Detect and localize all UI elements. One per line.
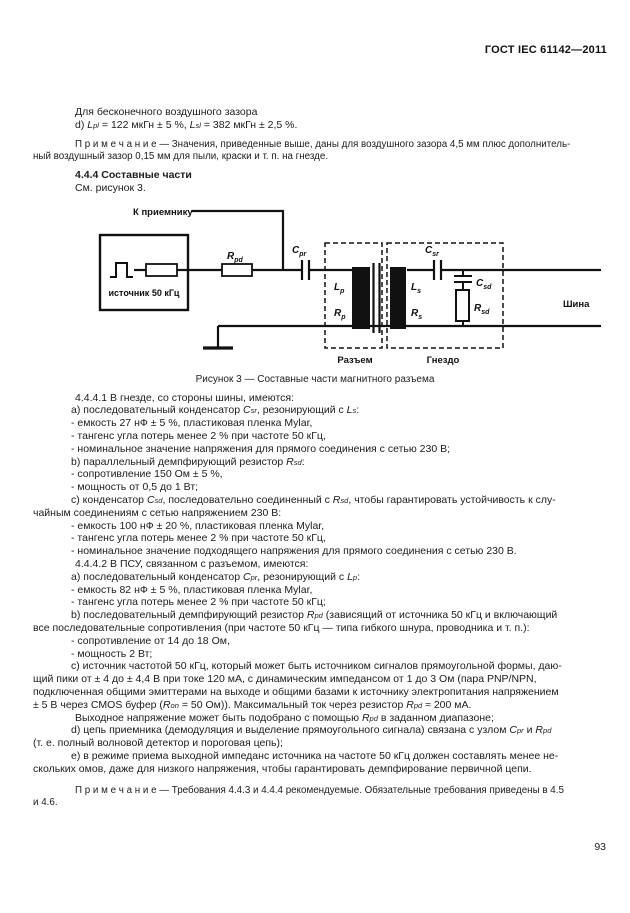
paragraph: d) цепь приемника (демодуляция и выделен… [33, 724, 552, 750]
receiver-tap-wire [192, 209, 285, 270]
paragraph: - сопротивление от 14 до 18 Ом, [71, 634, 230, 647]
paragraph: - емкость 27 нФ ± 5 %, пластиковая пленк… [71, 417, 313, 430]
page-number: 93 [594, 841, 606, 853]
label-rpd: Rpd [227, 251, 244, 264]
label-csd: Csd [476, 278, 492, 291]
resistor-rpd [221, 263, 253, 277]
paragraph: - номинальное значение подходящего напря… [71, 545, 517, 558]
paragraph: a) последовательный конденсатор Csr, рез… [71, 404, 360, 417]
source-box [98, 233, 190, 312]
label-ls: Ls [411, 282, 421, 295]
source-label: источник 50 кГц [109, 288, 180, 298]
circuit-diagram: К приемнику источник 50 кГц Шина Разъем … [98, 207, 601, 366]
capacitor-cpr [300, 260, 311, 280]
paragraph: - тангенс угла потерь менее 2 % при част… [71, 429, 326, 442]
capacitor-csr [432, 260, 443, 280]
paragraph: Для бесконечного воздушного зазора [75, 106, 258, 118]
paragraph: c) источник частотой 50 кГц, который мож… [33, 660, 562, 711]
paragraph: См. рисунок 3. [75, 182, 146, 195]
label-cpr: Cpr [292, 245, 308, 258]
label-rs: Rs [411, 308, 422, 321]
note-paragraph: П р и м е ч а н и е — Значения, приведен… [33, 138, 571, 162]
bus-label: Шина [563, 299, 590, 310]
paragraph: d) Lpl = 122 мкГн ± 5 %, Lsl = 382 мкГн … [75, 118, 298, 131]
paragraph: a) последовательный конденсатор Cpr, рез… [71, 570, 361, 583]
pulse-icon [110, 262, 133, 278]
label-csr: Csr [425, 245, 440, 258]
paragraph: 4.4.4.2 В ПСУ, связанном с разъемом, име… [75, 557, 309, 570]
plug-winding-bar [352, 267, 370, 329]
label-rp: Rp [334, 308, 346, 321]
label-rsd: Rsd [474, 303, 490, 316]
note-paragraph: П р и м е ч а н и е — Требования 4.4.3 и… [33, 784, 564, 808]
socket-label: Гнездо [427, 355, 460, 366]
socket-winding-bar [390, 267, 406, 329]
label-lp: Lp [334, 282, 345, 295]
paragraph: b) последовательный демпфирующий резисто… [33, 609, 558, 634]
paragraph: e) в режиме приема выходной импеданс ист… [33, 749, 559, 775]
figure-caption: Рисунок 3 — Составные части магнитного р… [195, 373, 435, 385]
transformer-core [372, 263, 381, 333]
paragraph: - емкость 82 нФ ± 5 %, пластиковая пленк… [71, 583, 313, 596]
paragraph: - тангенс угла потерь менее 2 % при част… [71, 532, 326, 545]
paragraph: Выходное напряжение может быть подобрано… [75, 711, 494, 724]
figure-3: К приемнику источник 50 кГц Шина Разъем … [0, 201, 630, 387]
socket-box [386, 242, 504, 349]
page-header-standard-number: ГОСТ IEC 61142—2011 [484, 44, 607, 56]
paragraph: - мощность от 0,5 до 1 Вт; [71, 481, 199, 494]
source-resistor [145, 263, 178, 277]
section-heading: 4.4.4 Составные части [75, 169, 192, 182]
paragraph: c) конденсатор Csd, последовательно соед… [33, 493, 556, 519]
plug-box [324, 242, 383, 349]
paragraph: - емкость 100 нФ ± 20 %, пластиковая пле… [71, 519, 325, 532]
paragraph: - мощность 2 Вт; [71, 647, 153, 660]
plug-label: Разъем [337, 355, 372, 366]
text-block-after-figure: 4.4.4.1 В гнезде, со стороны шины, имеют… [33, 392, 608, 810]
paragraph: - сопротивление 150 Ом ± 5 %, [71, 468, 223, 481]
damping-branch [454, 270, 472, 326]
paragraph: - тангенс угла потерь менее 2 % при част… [71, 596, 326, 609]
to-receiver-label: К приемнику [133, 207, 193, 218]
paragraph: - номинальное значение напряжения для пр… [71, 442, 450, 455]
paragraph: 4.4.4.1 В гнезде, со стороны шины, имеют… [75, 391, 294, 404]
wires [134, 209, 601, 347]
paragraph: b) параллельный демпфирующий резистор Rs… [71, 455, 305, 468]
